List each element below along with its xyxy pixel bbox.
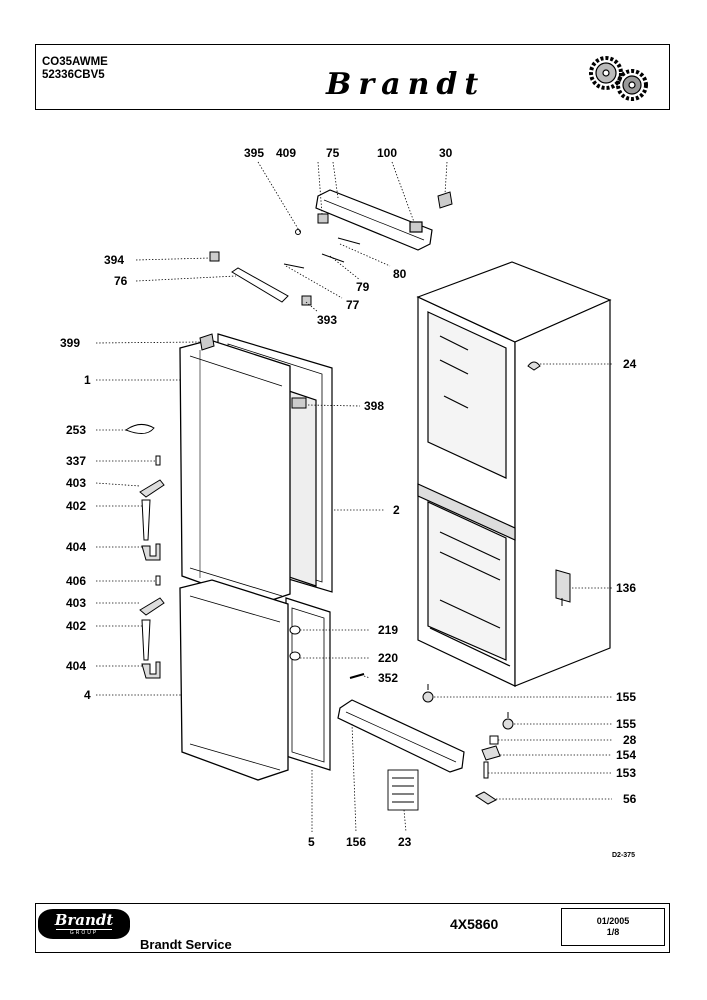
part-label: 394 <box>104 253 124 267</box>
part-label: 155 <box>616 690 636 704</box>
footer-box: Brandt GROUP Brandt Service 4X5860 01/20… <box>35 903 670 953</box>
top-trim <box>315 189 433 251</box>
brandt-group-logo: Brandt GROUP <box>38 909 130 939</box>
gears-logo-icon <box>589 56 648 101</box>
bottom-trim <box>337 699 465 773</box>
part-label: 80 <box>393 267 407 281</box>
footer-logo-sub: GROUP <box>56 929 112 937</box>
part-label: 56 <box>623 792 637 806</box>
part-label: 24 <box>623 357 637 371</box>
part-label: 76 <box>114 274 128 288</box>
document-reference: 4X5860 <box>450 916 499 932</box>
drawing-code: D2-375 <box>612 852 635 859</box>
part-label: 156 <box>346 835 366 849</box>
upper-door <box>179 339 291 605</box>
part-label: 77 <box>346 298 360 312</box>
lower-door <box>179 579 289 781</box>
part-label: 75 <box>326 146 340 160</box>
part-label: 404 <box>66 659 86 673</box>
footer-logo-text: Brandt <box>54 911 114 929</box>
part-label: 28 <box>623 733 637 747</box>
document-date: 01/2005 <box>596 916 630 926</box>
small-parts-left <box>124 333 365 679</box>
part-label: 1 <box>84 373 91 387</box>
part-label: 399 <box>60 336 80 350</box>
part-label: 79 <box>356 280 370 294</box>
model-code: 52336CBV5 <box>42 69 105 81</box>
brand-title: Brandt <box>326 67 486 102</box>
model-number: CO35AWME <box>42 56 108 68</box>
part-label: 30 <box>439 146 453 160</box>
part-label: 406 <box>66 574 86 588</box>
page-number: 1/8 <box>606 927 620 937</box>
part-label: 5 <box>308 835 315 849</box>
part-label: 220 <box>378 651 398 665</box>
part-label: 2 <box>393 503 400 517</box>
part-label: 154 <box>616 748 636 762</box>
part-label: 402 <box>66 619 86 633</box>
part-label: 395 <box>244 146 264 160</box>
small-parts-right <box>422 361 571 805</box>
part-label: 155 <box>616 717 636 731</box>
part-label: 153 <box>616 766 636 780</box>
part-label: 393 <box>317 313 337 327</box>
part-label: 4 <box>84 688 91 702</box>
part-label: 337 <box>66 454 86 468</box>
part-label: 23 <box>398 835 412 849</box>
date-page-box: 01/2005 1/8 <box>561 908 665 946</box>
part-label: 219 <box>378 623 398 637</box>
service-label: Brandt Service <box>140 937 232 952</box>
part-label: 253 <box>66 423 86 437</box>
part-label: 404 <box>66 540 86 554</box>
label-sheet <box>387 769 419 811</box>
header-box: CO35AWME 52336CBV5 Brandt <box>35 44 670 110</box>
lower-door-gasket <box>285 597 331 771</box>
part-label: 403 <box>66 476 86 490</box>
part-label: 352 <box>378 671 398 685</box>
part-label: 136 <box>616 581 636 595</box>
part-labels: 395 409 75 100 30 394 80 76 79 77 393 39… <box>60 146 637 859</box>
part-label: 402 <box>66 499 86 513</box>
fridge-cabinet <box>416 261 612 687</box>
part-label: 398 <box>364 399 384 413</box>
leader-lines <box>95 161 612 833</box>
part-label: 100 <box>377 146 397 160</box>
part-label: 403 <box>66 596 86 610</box>
part-label: 409 <box>276 146 296 160</box>
